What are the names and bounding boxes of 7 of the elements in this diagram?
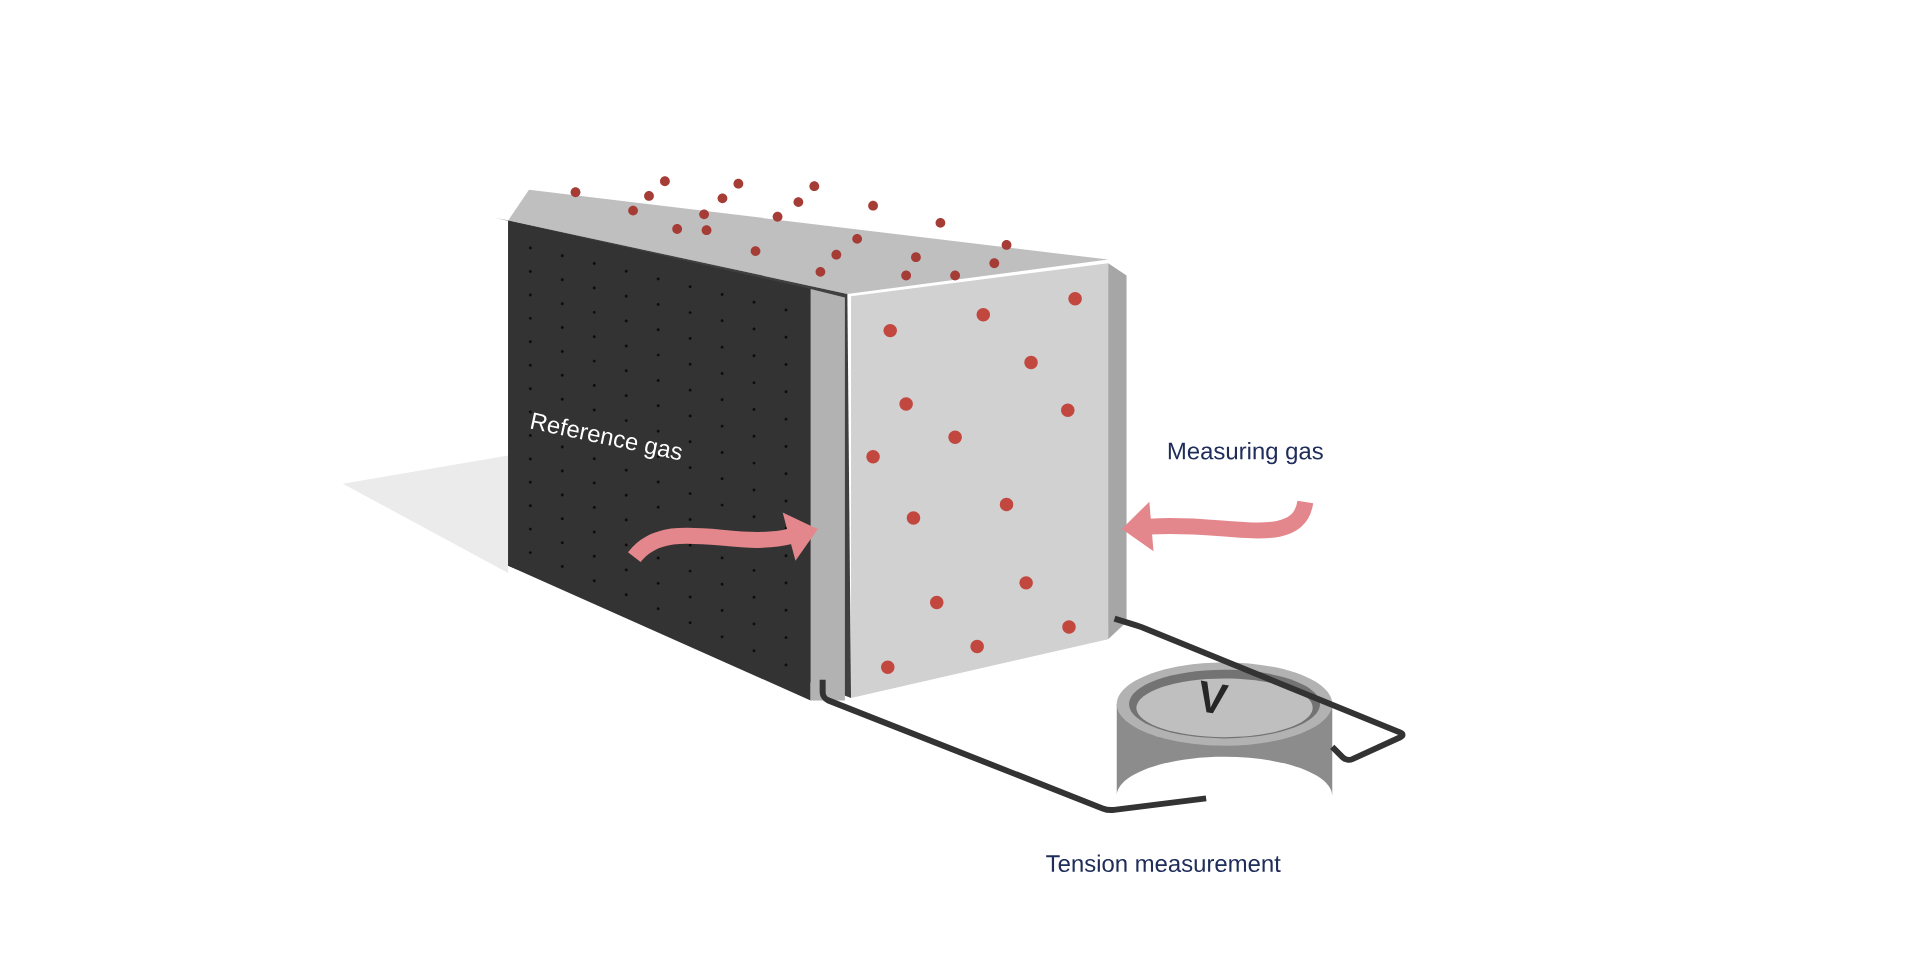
caption-text: Tension measurement bbox=[1046, 854, 1281, 873]
sensor-drawing bbox=[342, 176, 1127, 701]
wire bbox=[1113, 615, 1405, 763]
voltmeter: V bbox=[1116, 662, 1333, 796]
wire bbox=[819, 679, 1207, 813]
label-text: Measuring gas bbox=[1168, 441, 1323, 465]
label-text: Reference gas bbox=[530, 412, 682, 460]
